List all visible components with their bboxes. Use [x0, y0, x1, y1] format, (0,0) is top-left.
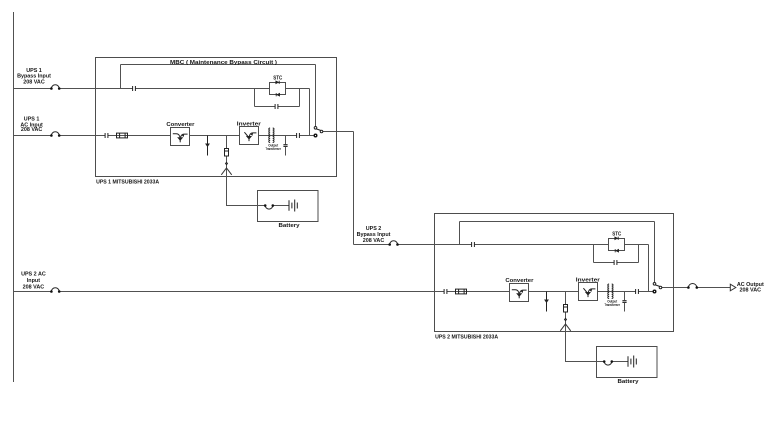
- svg-text:UPS 2 MITSUBISHI 2033A: UPS 2 MITSUBISHI 2033A: [435, 335, 498, 341]
- svg-text:UPS 1 MITSUBISHI 2033A: UPS 1 MITSUBISHI 2033A: [96, 180, 159, 186]
- svg-text:STC: STC: [273, 76, 282, 82]
- svg-text:AC Output: AC Output: [737, 282, 764, 288]
- svg-text:Bypass Input: Bypass Input: [17, 74, 51, 80]
- svg-text:UPS 1: UPS 1: [26, 68, 42, 74]
- svg-text:UPS 2 AC: UPS 2 AC: [21, 271, 46, 277]
- svg-text:Transformer: Transformer: [604, 303, 620, 307]
- svg-text:208 VAC: 208 VAC: [363, 238, 385, 244]
- svg-text:UPS 1: UPS 1: [24, 117, 40, 123]
- svg-text:Output: Output: [268, 144, 279, 148]
- svg-text:208 VAC: 208 VAC: [23, 285, 45, 291]
- svg-text:Output: Output: [607, 300, 618, 304]
- svg-text:Transformer: Transformer: [265, 147, 281, 151]
- svg-text:Battery: Battery: [279, 223, 300, 229]
- svg-text:208 VAC: 208 VAC: [21, 127, 43, 133]
- svg-text:UPS 2: UPS 2: [366, 226, 382, 232]
- svg-text:Inverter: Inverter: [576, 277, 601, 283]
- svg-text:MBC ( Maintenance Bypass Circu: MBC ( Maintenance Bypass Circuit ): [170, 60, 277, 66]
- svg-text:208 VAC: 208 VAC: [740, 288, 762, 294]
- svg-text:Converter: Converter: [505, 278, 534, 284]
- svg-text:Input: Input: [27, 278, 40, 284]
- svg-text:Converter: Converter: [166, 122, 195, 128]
- svg-text:Battery: Battery: [618, 379, 639, 385]
- svg-text:208 VAC: 208 VAC: [23, 79, 45, 85]
- svg-text:AC Input: AC Input: [20, 122, 43, 128]
- svg-text:Bypass Input: Bypass Input: [357, 232, 391, 238]
- svg-text:STC: STC: [612, 232, 621, 238]
- svg-text:Inverter: Inverter: [237, 121, 262, 127]
